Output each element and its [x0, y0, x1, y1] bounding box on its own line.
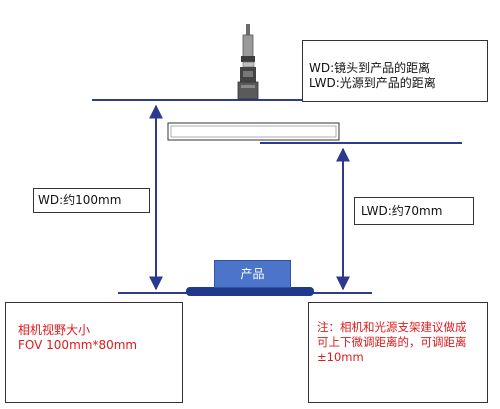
wd-label-box: WD:约100mm — [33, 188, 150, 213]
ring-light-icon — [167, 122, 340, 141]
note-line-2: 可上下微调距离的，可调距离 — [317, 335, 467, 349]
lwd-definition: LWD:光源到产品的距离 — [309, 76, 436, 90]
product-block: 产品 — [214, 260, 291, 288]
note-box: 注：相机和光源支架建议做成 可上下微调距离的，可调距离 ±10mm — [308, 302, 488, 403]
product-stage — [186, 287, 314, 296]
note-line-3: ±10mm — [317, 350, 364, 364]
note-line-1: 注：相机和光源支架建议做成 — [317, 320, 467, 334]
lwd-label: LWD:约70mm — [361, 204, 443, 218]
camera-lens-icon — [237, 24, 259, 100]
product-label: 产品 — [240, 267, 265, 281]
fov-size: FOV 100mm*80mm — [18, 338, 138, 352]
lwd-label-box: LWD:约70mm — [354, 197, 474, 225]
legend-box: WD:镜头到产品的距离 LWD:光源到产品的距离 — [302, 40, 488, 102]
fov-title: 相机视野大小 — [18, 323, 91, 337]
wd-label: WD:约100mm — [38, 193, 122, 207]
fov-box: 相机视野大小 FOV 100mm*80mm — [5, 302, 183, 403]
wd-definition: WD:镜头到产品的距离 — [309, 61, 431, 75]
